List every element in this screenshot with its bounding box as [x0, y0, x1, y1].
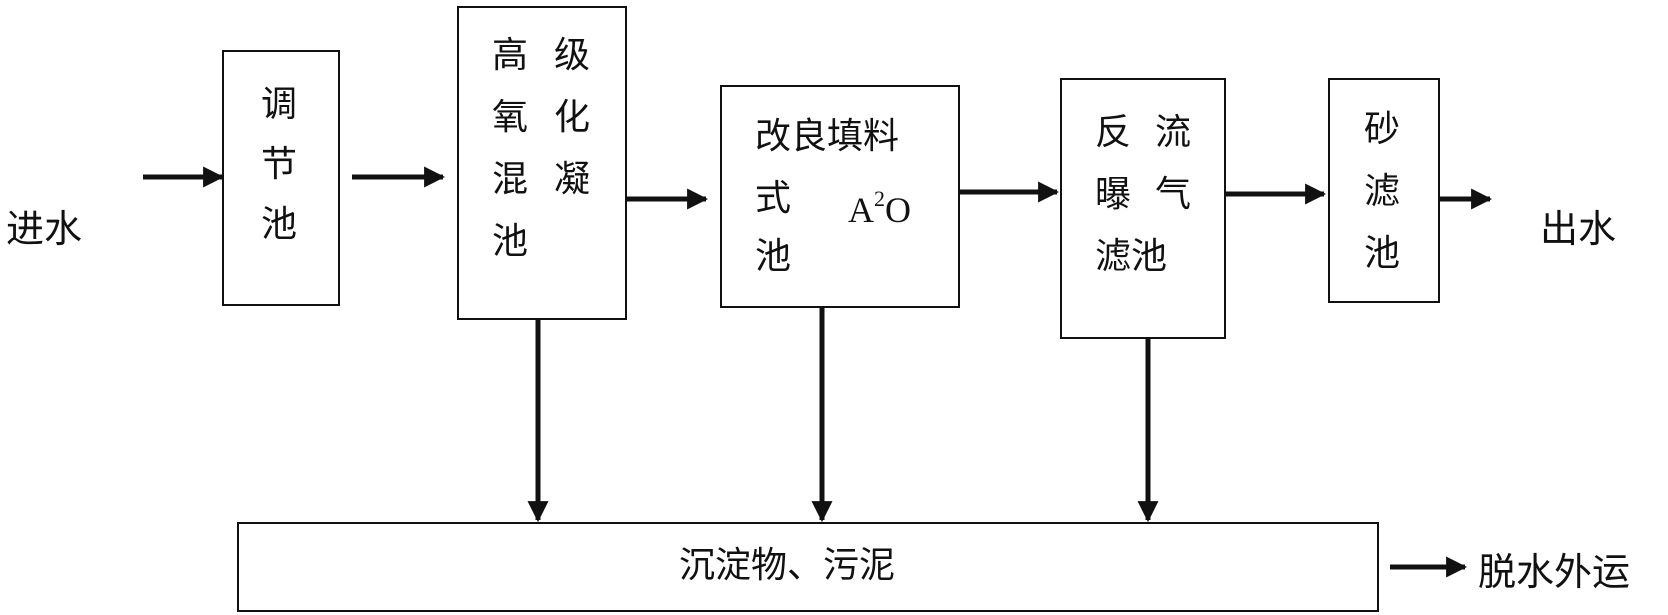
advanced-oxidation-char: 氧	[492, 97, 529, 138]
biological-aerated-filter-box: 反 流 曝 气 滤池	[1060, 78, 1226, 339]
sediment-sludge-box: 沉淀物、污泥	[237, 522, 1379, 612]
modified-packed-a2o-tank-box: 改良填料 式 A2O 池	[720, 85, 960, 308]
sand-filter-char: 池	[1364, 233, 1401, 274]
baf-char: 流	[1155, 112, 1192, 153]
a2o-formula: A2O	[848, 179, 911, 230]
outlet-label: 出水	[1540, 207, 1617, 251]
advanced-oxidation-char: 混	[492, 159, 529, 200]
regulating-tank-char: 节	[261, 144, 298, 185]
a2o-letter-o: O	[885, 190, 911, 230]
advanced-oxidation-char: 高	[492, 35, 529, 76]
regulating-tank-box: 调 节 池	[222, 50, 340, 306]
regulating-tank-char: 调	[261, 84, 298, 125]
advanced-oxidation-char: 级	[554, 35, 591, 76]
sand-filter-box: 砂 滤 池	[1328, 78, 1440, 303]
a2o-line-3: 池	[755, 236, 792, 277]
a2o-line-1: 改良填料	[755, 116, 900, 157]
sediment-sludge-label: 沉淀物、污泥	[679, 545, 896, 586]
baf-char: 反	[1095, 112, 1132, 153]
sand-filter-char: 砂	[1364, 109, 1401, 150]
advanced-oxidation-char: 凝	[554, 159, 591, 200]
advanced-oxidation-coagulation-box: 高 级 氧 化 混 凝 池	[457, 6, 627, 320]
sand-filter-char: 滤	[1364, 171, 1401, 212]
a2o-letter-a: A	[848, 190, 874, 230]
a2o-line-2-left: 式	[755, 178, 792, 219]
advanced-oxidation-char: 池	[492, 221, 529, 262]
regulating-tank-char: 池	[261, 204, 298, 245]
baf-char: 气	[1155, 174, 1192, 215]
baf-char: 曝	[1095, 174, 1132, 215]
advanced-oxidation-char: 化	[554, 97, 591, 138]
a2o-superscript: 2	[874, 186, 885, 211]
inlet-label: 进水	[6, 207, 83, 251]
sludge-disposal-label: 脱水外运	[1478, 550, 1631, 594]
baf-char: 滤池	[1095, 236, 1168, 277]
